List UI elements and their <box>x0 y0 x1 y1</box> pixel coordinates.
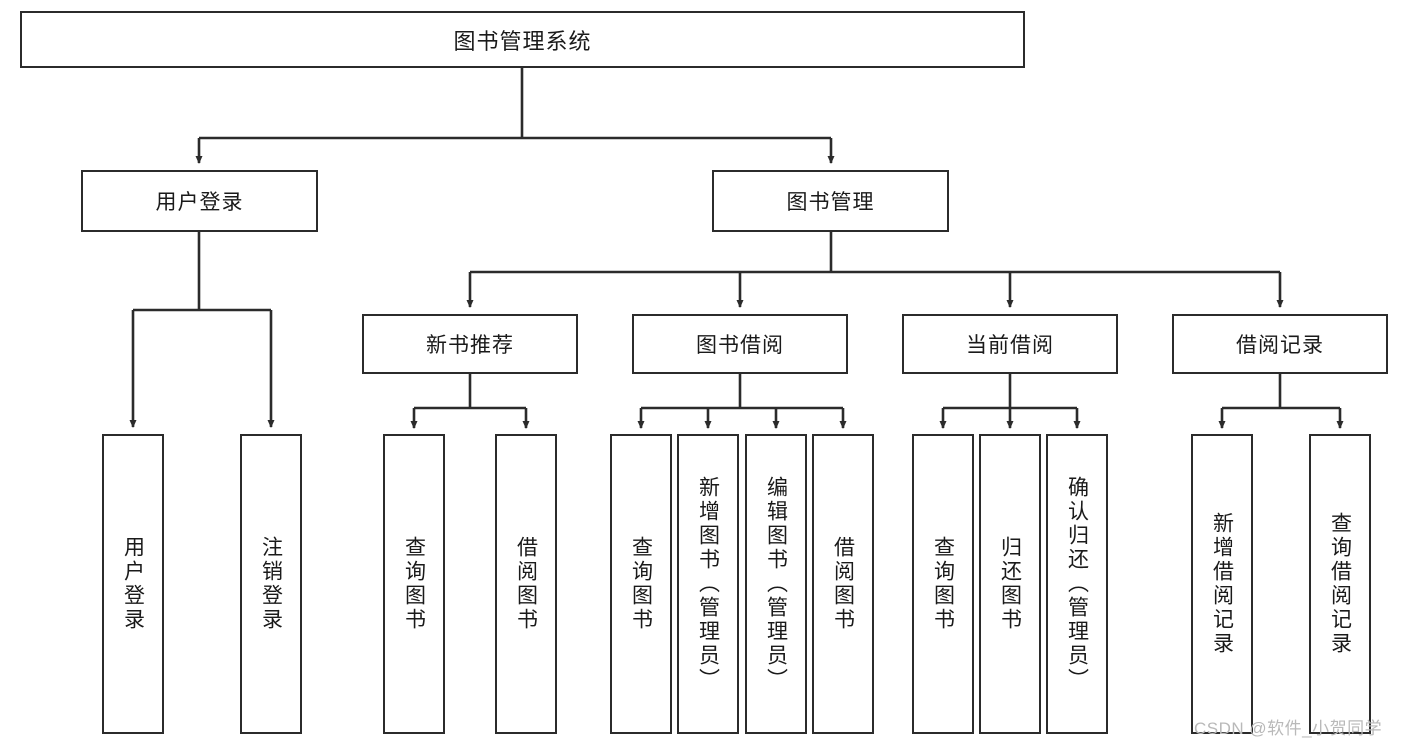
node-new-book-recommend[interactable]: 新书推荐 <box>362 314 578 374</box>
leaf-book-borrow-borrow[interactable]: 借阅图书 <box>812 434 874 734</box>
leaf-new-book-borrow-label: 借阅图书 <box>514 536 538 632</box>
leaf-book-borrow-query-label: 查询图书 <box>629 536 653 632</box>
node-current-borrow[interactable]: 当前借阅 <box>902 314 1118 374</box>
node-book-management[interactable]: 图书管理 <box>712 170 949 232</box>
leaf-book-borrow-add[interactable]: 新增图书（管理员） <box>677 434 739 734</box>
leaf-user-login-login[interactable]: 用户登录 <box>102 434 164 734</box>
leaf-new-book-borrow[interactable]: 借阅图书 <box>495 434 557 734</box>
node-new-book-recommend-label: 新书推荐 <box>426 334 514 357</box>
node-root-label: 图书管理系统 <box>453 28 592 54</box>
leaf-new-book-query[interactable]: 查询图书 <box>383 434 445 734</box>
node-user-login[interactable]: 用户登录 <box>81 170 318 232</box>
leaf-user-login-login-label: 用户登录 <box>121 536 145 632</box>
node-book-borrow-label: 图书借阅 <box>696 334 784 357</box>
leaf-current-borrow-return[interactable]: 归还图书 <box>979 434 1041 734</box>
leaf-current-borrow-confirm[interactable]: 确认归还（管理员） <box>1046 434 1108 734</box>
leaf-user-login-logout[interactable]: 注销登录 <box>240 434 302 734</box>
node-user-login-label: 用户登录 <box>155 191 244 214</box>
leaf-book-borrow-borrow-label: 借阅图书 <box>831 536 855 632</box>
leaf-current-borrow-query[interactable]: 查询图书 <box>912 434 974 734</box>
leaf-book-borrow-query[interactable]: 查询图书 <box>610 434 672 734</box>
leaf-borrow-record-add-label: 新增借阅记录 <box>1210 512 1234 656</box>
leaf-book-borrow-edit-label: 编辑图书（管理员） <box>764 476 788 692</box>
leaf-current-borrow-confirm-label: 确认归还（管理员） <box>1065 476 1089 692</box>
node-book-management-label: 图书管理 <box>786 191 875 214</box>
leaf-borrow-record-add[interactable]: 新增借阅记录 <box>1191 434 1253 734</box>
node-current-borrow-label: 当前借阅 <box>966 334 1054 357</box>
watermark-csdn: CSDN @软件_小贺同学 <box>1194 719 1383 738</box>
node-borrow-record[interactable]: 借阅记录 <box>1172 314 1388 374</box>
leaf-borrow-record-query[interactable]: 查询借阅记录 <box>1309 434 1371 734</box>
leaf-user-login-logout-label: 注销登录 <box>259 536 283 632</box>
node-borrow-record-label: 借阅记录 <box>1236 334 1324 357</box>
leaf-current-borrow-return-label: 归还图书 <box>998 536 1022 632</box>
leaf-borrow-record-query-label: 查询借阅记录 <box>1328 512 1352 656</box>
node-book-borrow[interactable]: 图书借阅 <box>632 314 848 374</box>
leaf-book-borrow-add-label: 新增图书（管理员） <box>696 476 720 692</box>
leaf-current-borrow-query-label: 查询图书 <box>931 536 955 632</box>
leaf-new-book-query-label: 查询图书 <box>402 536 426 632</box>
leaf-book-borrow-edit[interactable]: 编辑图书（管理员） <box>745 434 807 734</box>
node-root[interactable]: 图书管理系统 <box>20 11 1025 68</box>
